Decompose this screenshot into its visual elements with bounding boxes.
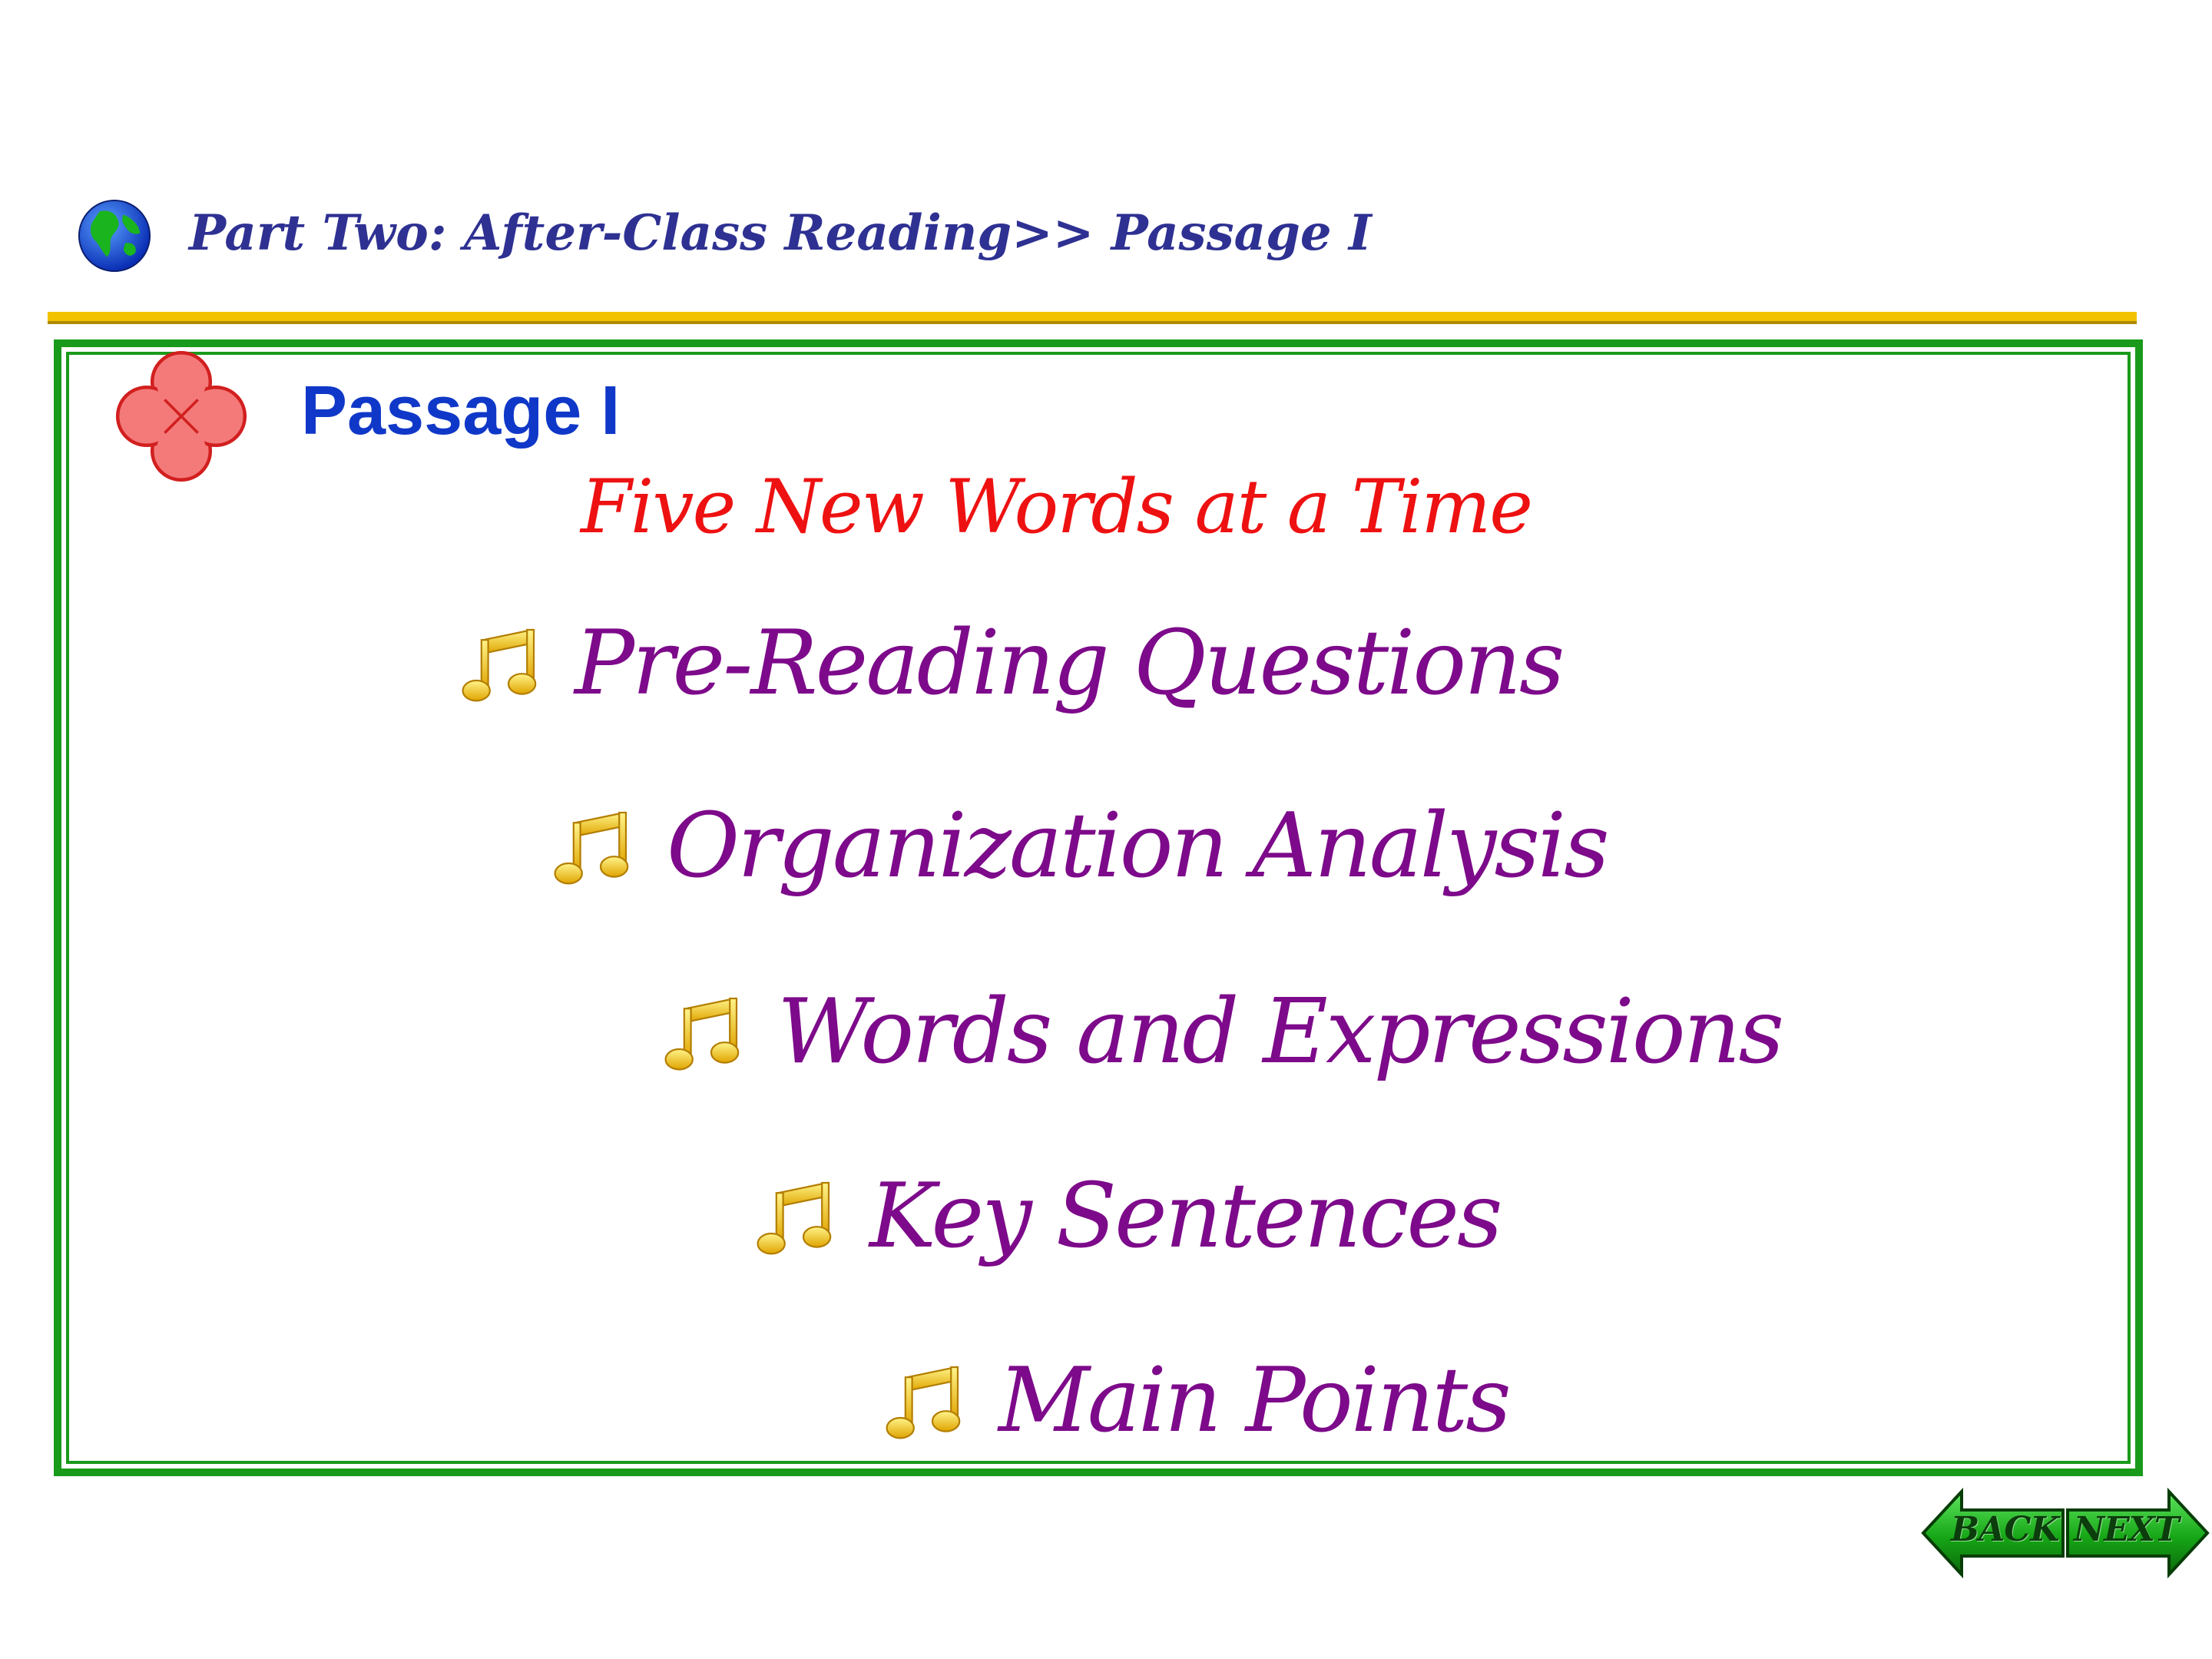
- next-button[interactable]: NEXT: [2065, 1487, 2210, 1579]
- menu-item-pre-reading-questions[interactable]: Pre-Reading Questions: [458, 610, 1565, 717]
- back-arrow-icon: [1921, 1487, 2065, 1579]
- menu-item-label: Pre-Reading Questions: [575, 611, 1565, 715]
- back-label: BACK: [1951, 1510, 2060, 1549]
- passage-subtitle: Five New Words at a Time: [581, 464, 1533, 550]
- globe-icon: [78, 199, 151, 273]
- next-arrow-icon: [2066, 1487, 2210, 1579]
- section-title: Passage I: [301, 373, 621, 449]
- music-note-icon: [886, 1366, 961, 1439]
- menu-item-label: Main Points: [998, 1349, 1512, 1452]
- header-divider: [48, 312, 2137, 321]
- menu-item-organization-analysis[interactable]: Organization Analysis: [550, 793, 1610, 900]
- back-button[interactable]: BACK: [1920, 1487, 2066, 1579]
- flower-icon: [115, 350, 247, 482]
- menu-item-key-sentences[interactable]: Key Sentences: [753, 1163, 1503, 1270]
- next-label: NEXT: [2074, 1510, 2180, 1549]
- menu-item-main-points[interactable]: Main Points: [882, 1347, 1512, 1455]
- menu-item-label: Key Sentences: [869, 1164, 1503, 1268]
- page-title: Part Two: After-Class Reading>> Passage …: [189, 204, 1372, 262]
- content-frame: [54, 339, 2143, 1476]
- music-note-icon: [462, 628, 537, 702]
- music-note-icon: [757, 1181, 832, 1255]
- menu-item-label: Words and Expressions: [777, 980, 1784, 1084]
- menu-item-words-and-expressions[interactable]: Words and Expressions: [661, 979, 1784, 1086]
- music-note-icon: [554, 811, 629, 885]
- menu-item-label: Organization Analysis: [667, 794, 1610, 898]
- music-note-icon: [664, 997, 740, 1071]
